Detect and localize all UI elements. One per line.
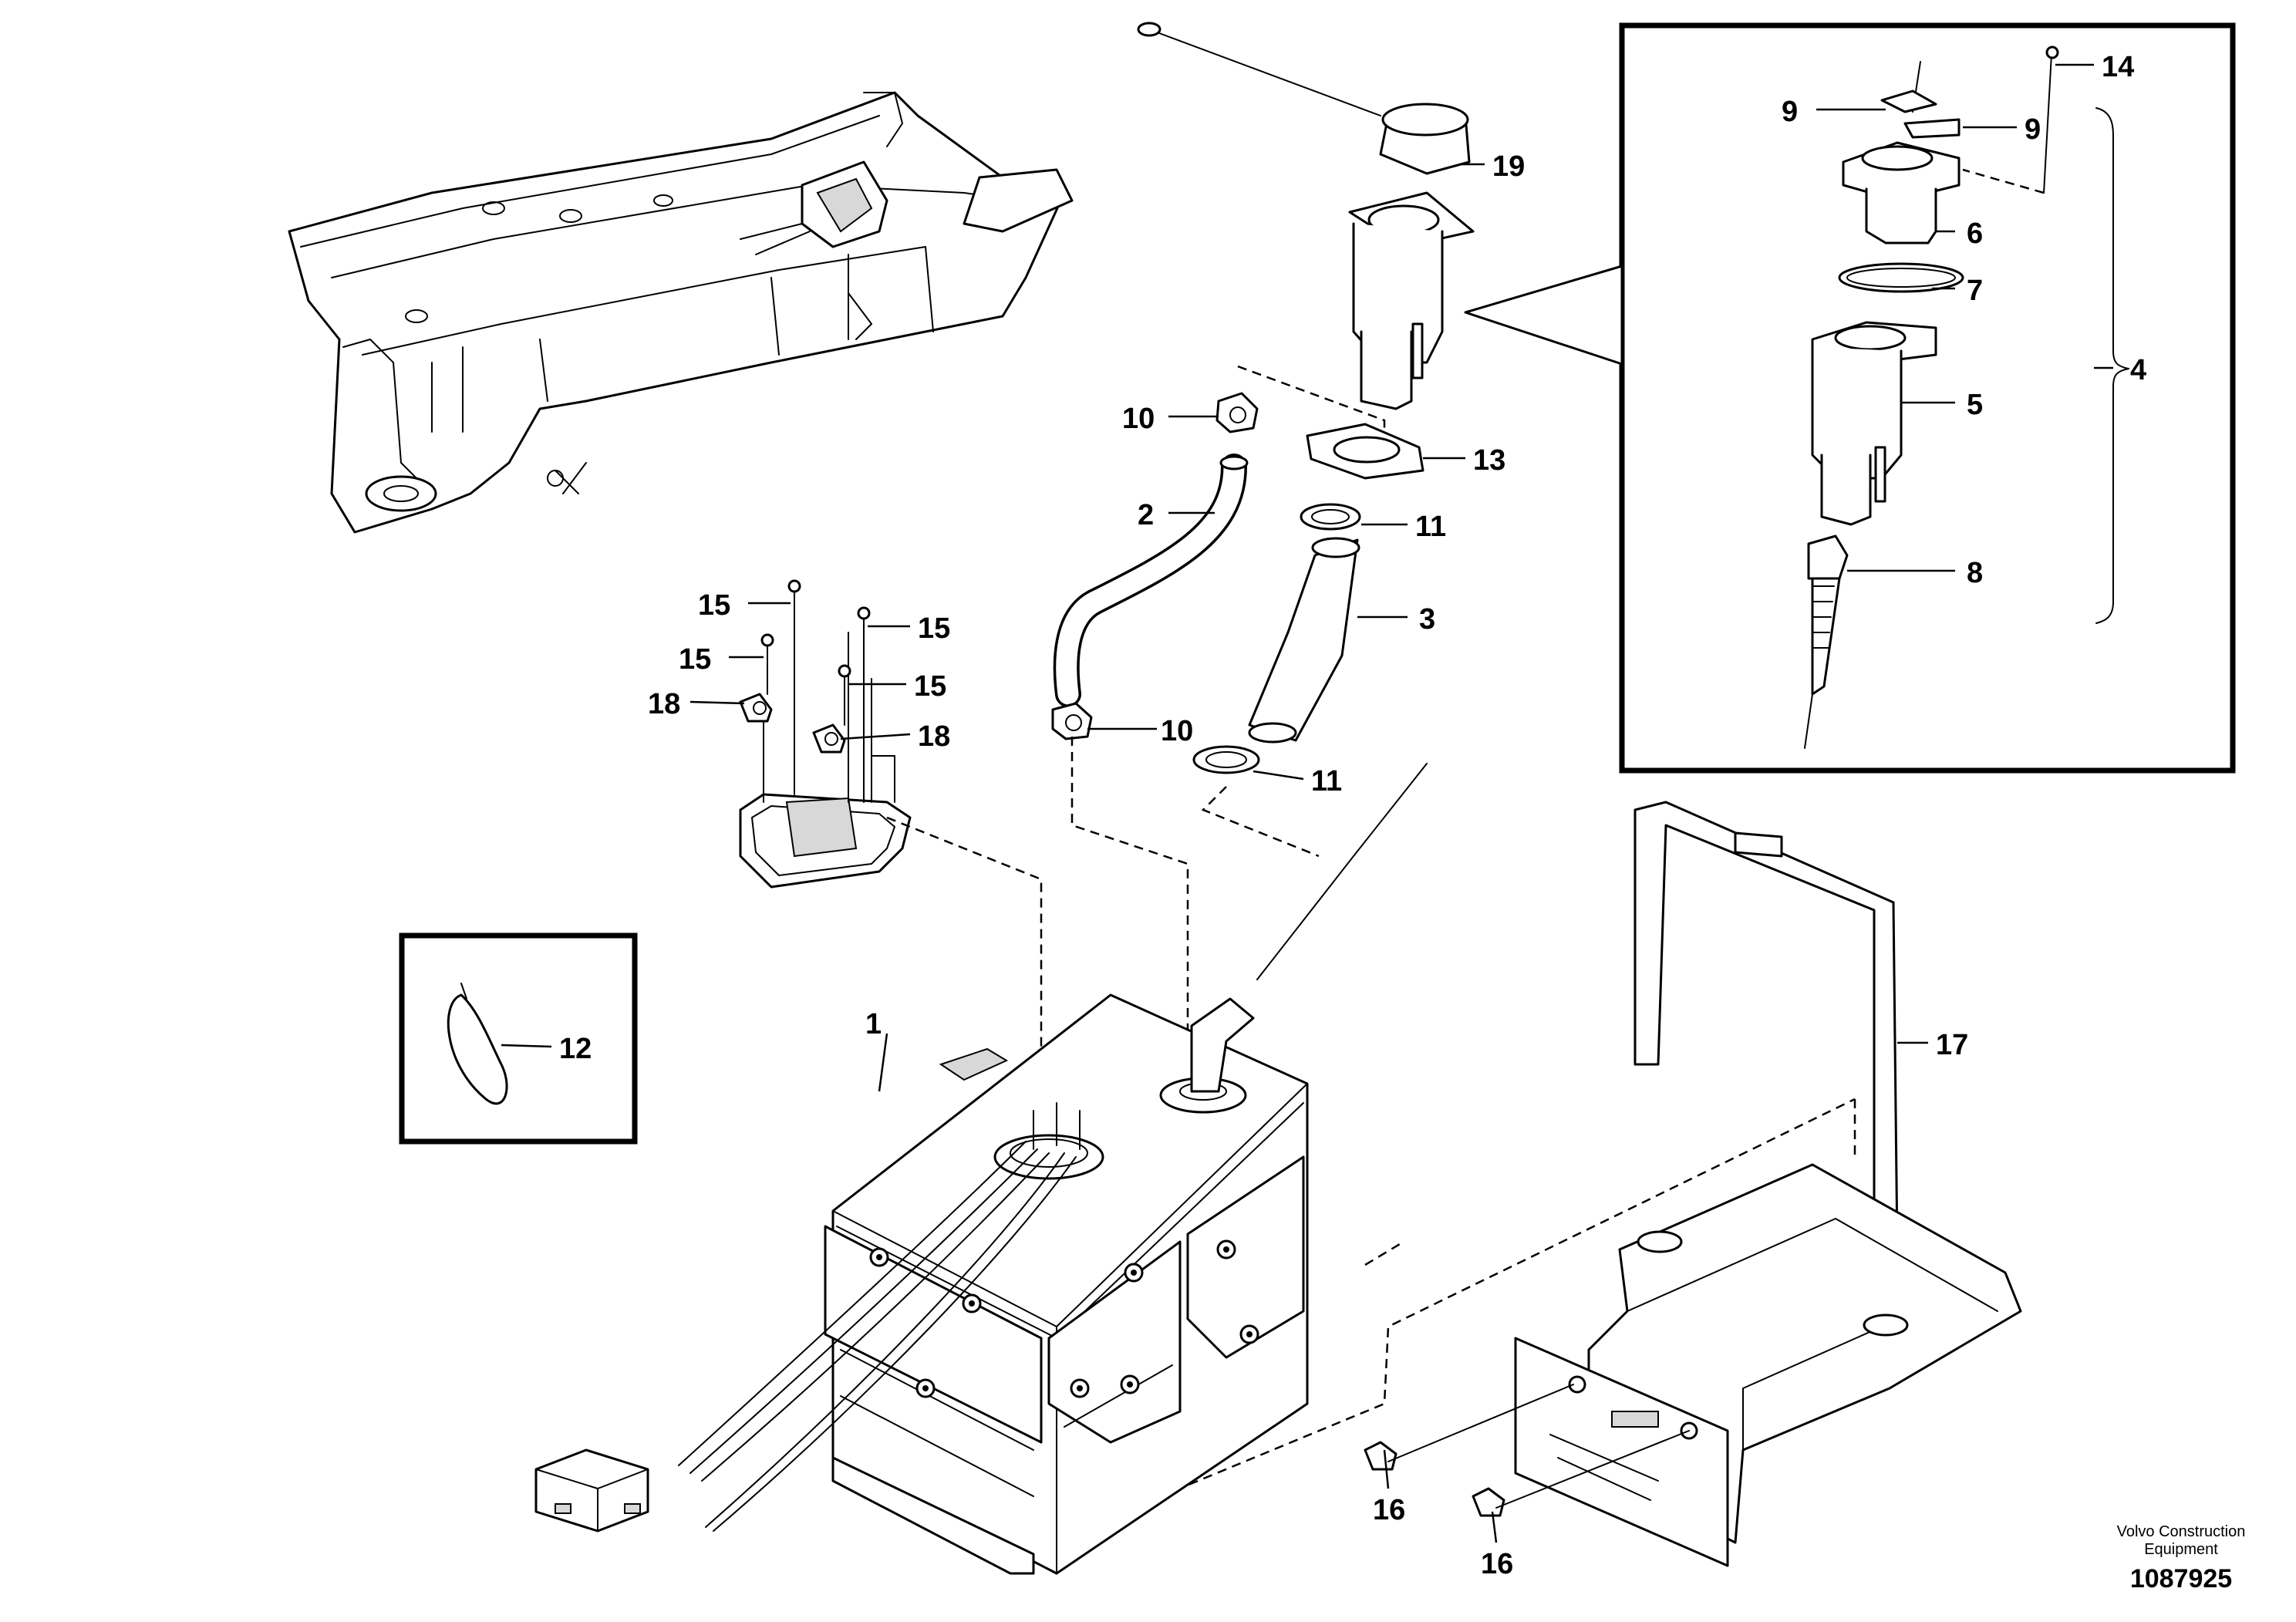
vent-hose: [1053, 454, 1249, 707]
fuel-sender-assembly: [739, 579, 912, 889]
callout-16-left: 16: [1373, 1494, 1405, 1526]
callout-9-right: 9: [2025, 113, 2041, 146]
callout-15-a: 15: [698, 589, 730, 622]
filler-neck-assembly: [1137, 22, 1475, 410]
fuel-tank: [534, 993, 1309, 1575]
callout-2: 2: [1138, 499, 1154, 531]
callout-10-top: 10: [1122, 403, 1155, 435]
callout-15-d: 15: [914, 670, 946, 703]
callout-1: 1: [865, 1008, 882, 1040]
callout-6: 6: [1967, 218, 1983, 250]
callout-9-left: 9: [1782, 96, 1798, 128]
hose-clamps: [1051, 392, 1361, 774]
callout-14: 14: [2102, 51, 2134, 83]
credit-line-2: Equipment: [2144, 1541, 2218, 1558]
callout-17: 17: [1936, 1029, 1968, 1061]
callout-11-bottom: 11: [1311, 765, 1342, 798]
machine-frame-illustration: [288, 91, 1074, 534]
gasket: [1306, 423, 1424, 480]
filler-hose: [1248, 537, 1360, 744]
cable-tie-inset: [399, 932, 638, 1145]
callout-labels: 1 2 3 4 5 6 7 8 9 9 10 10 11 11 12 13 14…: [559, 51, 2146, 1580]
detail-box-filler-assembly: [1464, 22, 2236, 774]
tank-support-bracket: [1514, 1163, 2022, 1567]
callout-8: 8: [1967, 557, 1983, 589]
callout-10-bottom: 10: [1161, 715, 1193, 747]
callout-18-left: 18: [648, 688, 680, 720]
callout-11-top: 11: [1415, 511, 1446, 543]
callout-15-c: 15: [918, 612, 950, 645]
callout-12: 12: [559, 1033, 592, 1065]
bolts: [1364, 1384, 1690, 1517]
credit-line-1: Volvo Construction: [2117, 1523, 2246, 1540]
callout-16-right: 16: [1481, 1548, 1513, 1580]
callout-13: 13: [1473, 444, 1505, 477]
document-number: 1087925: [2130, 1564, 2232, 1593]
title-block: Volvo Construction Equipment 1087925: [2117, 1523, 2246, 1593]
callout-19: 19: [1492, 150, 1525, 183]
callout-7: 7: [1967, 275, 1983, 307]
callout-4: 4: [2130, 354, 2146, 386]
leader-lines: [501, 63, 2113, 1543]
tank-strap: [1633, 801, 1899, 1251]
callout-5: 5: [1967, 389, 1983, 421]
callout-18-right: 18: [918, 720, 950, 753]
callout-15-b: 15: [679, 643, 711, 676]
callout-3: 3: [1419, 603, 1435, 636]
